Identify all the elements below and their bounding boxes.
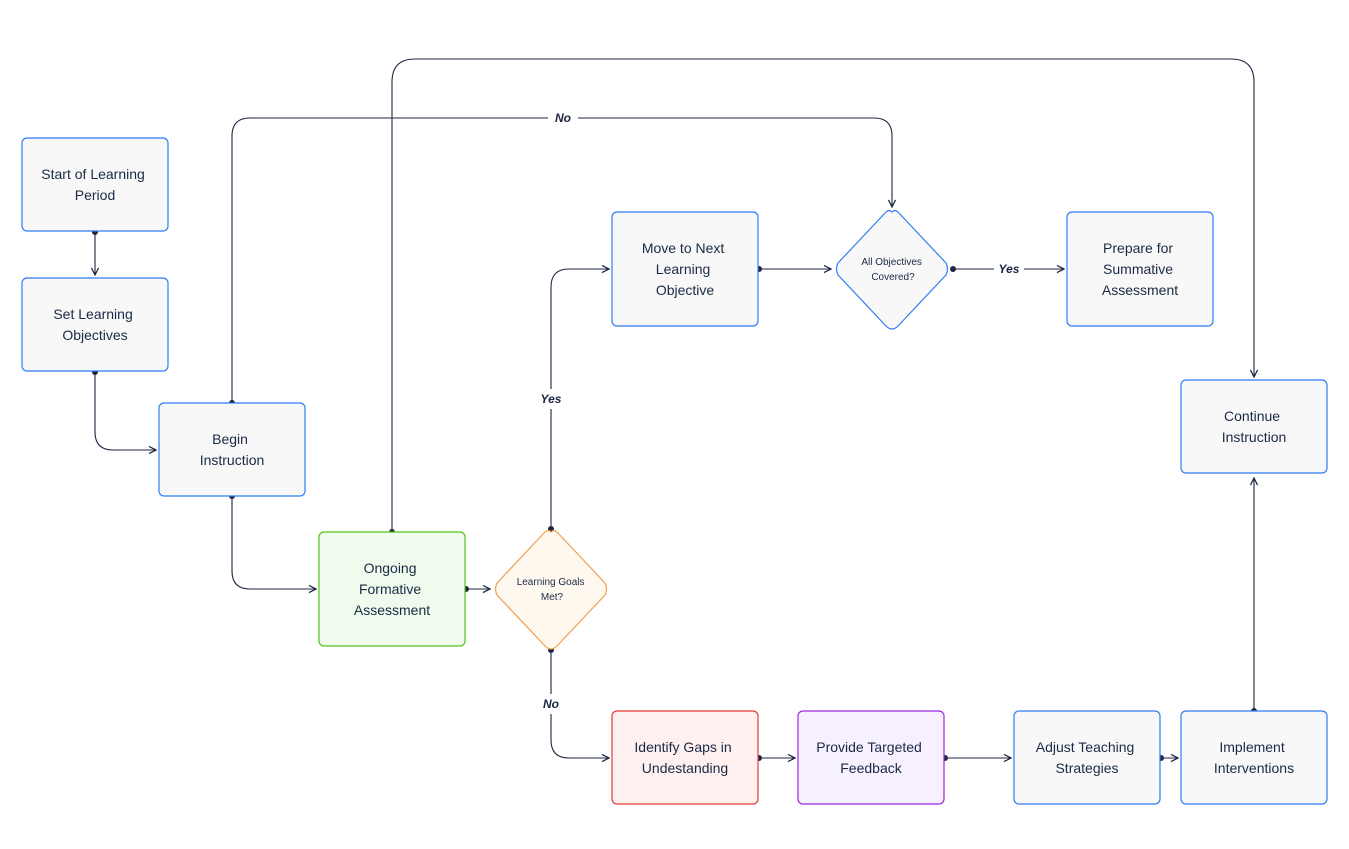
- node-identify-gaps-in-understanding[interactable]: Identify Gaps in Undestanding: [611, 710, 759, 805]
- node-objectives-line-1: Set Learning: [53, 306, 132, 322]
- node-continue-line-1: Continue: [1224, 408, 1280, 424]
- edge-label-goals-yes: Yes: [541, 392, 562, 406]
- node-covered-line-1: All Objectives: [861, 257, 922, 268]
- edge-label-covered-no: No: [555, 111, 571, 125]
- node-move-to-next-learning-objective[interactable]: Move to Next Learning Objective: [611, 211, 759, 327]
- node-formative-line-2: Formative: [359, 581, 421, 597]
- edge-label-goals-no: No: [543, 697, 559, 711]
- node-begin-line-1: Begin: [212, 431, 248, 447]
- svg-text:Set Learning Objective: Set Learning Objectives: [53, 306, 136, 343]
- edge-dot: [950, 266, 956, 272]
- svg-text:Move to Next Learning: Move to Next Learning Objective: [642, 240, 728, 298]
- node-continue-instruction[interactable]: Continue Instruction: [1180, 379, 1328, 474]
- node-feedback-line-1: Provide Targeted: [816, 739, 922, 755]
- svg-text:Adjust Teaching Strate: Adjust Teaching Strategies: [1036, 739, 1138, 776]
- node-goals-line-1: Learning Goals: [517, 577, 585, 588]
- node-summative-line-3: Assessment: [1102, 282, 1178, 298]
- edge-goals-yes-to-next: [550, 269, 609, 529]
- node-adjust-teaching-strategies[interactable]: Adjust Teaching Strategies: [1013, 710, 1161, 805]
- edge-label-covered-yes: Yes: [999, 262, 1020, 276]
- node-next-line-2: Learning: [656, 261, 711, 277]
- node-learning-goals-met-decision[interactable]: Learning Goals Met?: [494, 529, 608, 650]
- node-next-line-1: Move to Next: [642, 240, 725, 256]
- node-goals-line-2: Met?: [541, 592, 564, 603]
- node-start-line-2: Period: [75, 187, 115, 203]
- nodes: Start of Learning Period Set Learning Ob…: [21, 137, 1328, 805]
- node-adjust-line-2: Strategies: [1055, 760, 1118, 776]
- edge-goals-no-to-gaps: [550, 650, 609, 758]
- node-set-learning-objectives[interactable]: Set Learning Objectives: [21, 277, 169, 372]
- node-begin-instruction[interactable]: Begin Instruction: [158, 402, 306, 497]
- node-start-line-1: Start of Learning: [41, 166, 145, 182]
- edge-formative-to-continue: [391, 58, 1254, 532]
- svg-text:Prepare for Summative: Prepare for Summative Assessment: [1102, 240, 1178, 298]
- svg-text:Continue Instruction: Continue Instruction: [1222, 408, 1287, 445]
- edge-covered-no-loop: [231, 117, 892, 403]
- node-summative-line-2: Summative: [1103, 261, 1173, 277]
- node-implement-interventions[interactable]: Implement Interventions: [1180, 710, 1328, 805]
- node-formative-line-1: Ongoing: [364, 560, 417, 576]
- edge-labels: Yes No Yes No: [538, 108, 1024, 714]
- node-next-line-3: Objective: [656, 282, 715, 298]
- node-summative-line-1: Prepare for: [1103, 240, 1173, 256]
- svg-text:All Objectives Covered: All Objectives Covered?: [861, 257, 924, 283]
- node-implement-line-2: Interventions: [1214, 760, 1294, 776]
- node-implement-line-1: Implement: [1219, 739, 1284, 755]
- svg-text:Begin Instruction: Begin Instruction: [200, 431, 265, 468]
- node-adjust-line-1: Adjust Teaching: [1036, 739, 1135, 755]
- node-begin-line-2: Instruction: [200, 452, 265, 468]
- svg-text:Learning Goals Met?: Learning Goals Met?: [517, 577, 588, 603]
- node-feedback-line-2: Feedback: [840, 760, 902, 776]
- node-ongoing-formative-assessment[interactable]: Ongoing Formative Assessment: [318, 531, 466, 647]
- node-prepare-for-summative-assessment[interactable]: Prepare for Summative Assessment: [1066, 211, 1214, 327]
- svg-text:Provide Targeted Feedb: Provide Targeted Feedback: [816, 739, 925, 776]
- node-gaps-line-1: Identify Gaps in: [634, 739, 731, 755]
- edge-begin-to-formative: [231, 496, 316, 589]
- node-objectives-line-2: Objectives: [62, 327, 127, 343]
- svg-text:Implement Intervention: Implement Interventions: [1214, 739, 1294, 776]
- svg-text:Identify Gaps in Undes: Identify Gaps in Undestanding: [634, 739, 735, 776]
- svg-text:Start of Learning Peri: Start of Learning Period: [41, 166, 148, 203]
- node-all-objectives-covered-decision[interactable]: All Objectives Covered?: [835, 209, 949, 330]
- svg-text:Ongoing Formative: Ongoing Formative Assessment: [354, 560, 430, 618]
- node-gaps-line-2: Undestanding: [642, 760, 728, 776]
- node-provide-targeted-feedback[interactable]: Provide Targeted Feedback: [797, 710, 945, 805]
- node-covered-line-2: Covered?: [871, 272, 915, 283]
- node-formative-line-3: Assessment: [354, 602, 430, 618]
- node-start-of-learning-period[interactable]: Start of Learning Period: [21, 137, 169, 232]
- edge-objectives-to-begin: [94, 372, 156, 450]
- node-continue-line-2: Instruction: [1222, 429, 1287, 445]
